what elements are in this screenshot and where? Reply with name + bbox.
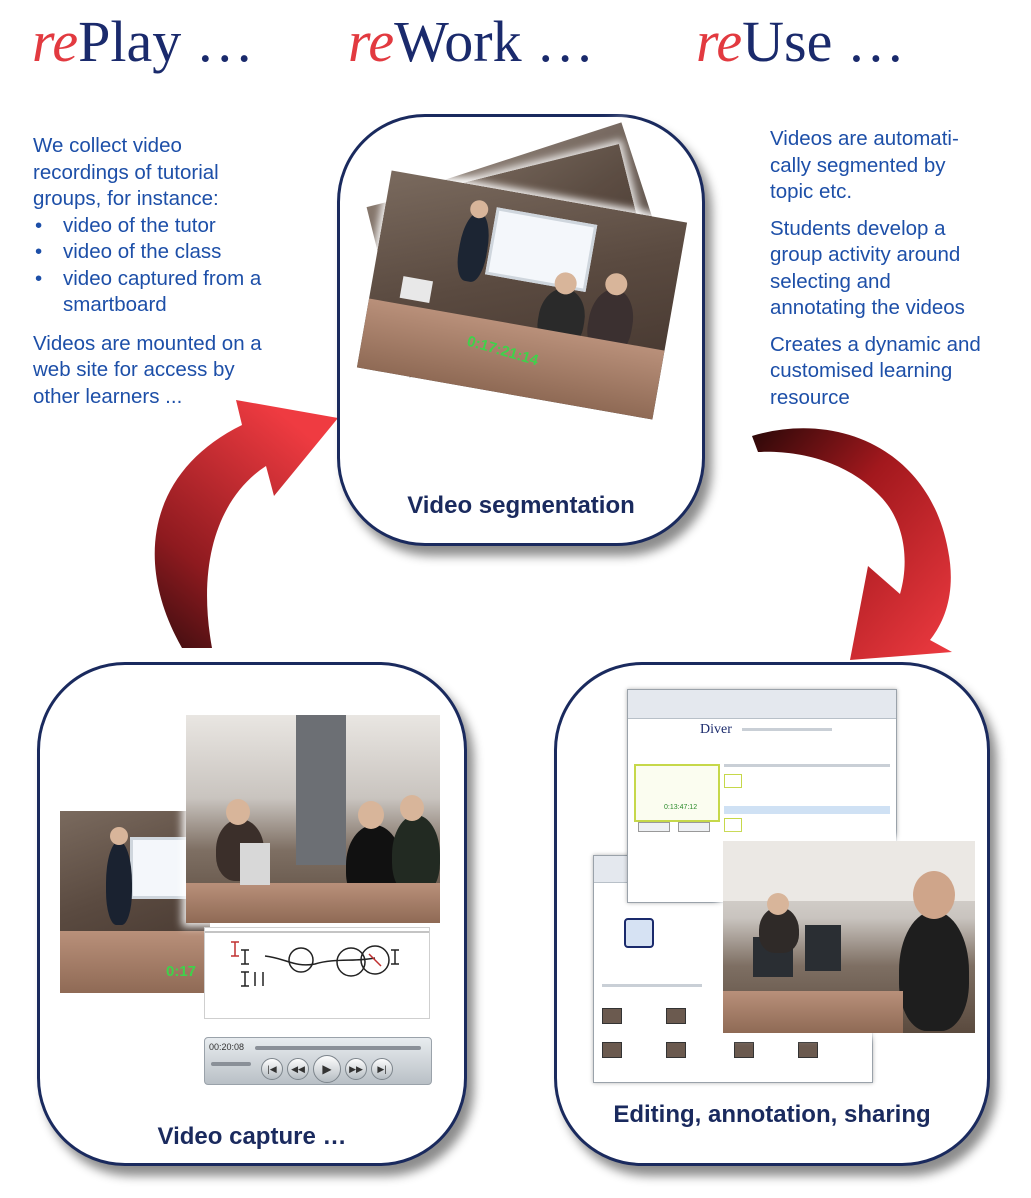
video-thumbnail[interactable]	[734, 1042, 754, 1058]
student-head	[767, 893, 789, 915]
table	[723, 991, 903, 1033]
heading-reuse: reUse …	[696, 8, 905, 76]
projector-screen	[485, 207, 598, 292]
capture-timecode: 0:17	[166, 963, 197, 980]
fast-forward-button[interactable]: ▶▶	[345, 1058, 367, 1080]
laptop	[240, 843, 270, 885]
heading-reuse-prefix: re	[696, 9, 743, 74]
diver-video-panel[interactable]: 0:13:47:12	[634, 764, 720, 822]
left-closing: Videos are mounted on a web site for acc…	[33, 331, 262, 408]
heading-rework: reWork …	[348, 8, 594, 76]
header-text-line	[742, 728, 832, 731]
wall-panel	[296, 715, 346, 865]
diver-logo: Diver	[700, 722, 732, 737]
segmentation-caption: Video segmentation	[407, 492, 635, 519]
smartboard-capture	[204, 927, 430, 1019]
volume-slider[interactable]	[211, 1062, 251, 1066]
right-p3: Creates a dynamic and customised learnin…	[770, 332, 981, 409]
rewind-button[interactable]: ◀◀	[287, 1058, 309, 1080]
bullet-item: video captured from a smartboard	[33, 266, 269, 319]
curved-arrow-right-icon	[752, 428, 952, 660]
skip-back-button[interactable]: |◀	[261, 1058, 283, 1080]
video-thumbnail[interactable]	[602, 1008, 622, 1024]
panel-video-capture: 0:17 00:20:08 |◀ ◀◀ ▶ ▶▶	[37, 662, 467, 1166]
tutor-figure	[106, 841, 132, 925]
right-p2: Students develop a group activity around…	[770, 216, 965, 320]
student-head	[913, 871, 955, 919]
annotation-thumbnail[interactable]	[724, 818, 742, 832]
annotation-line	[724, 764, 890, 767]
player-time: 00:20:08	[209, 1042, 245, 1052]
tutor-head	[110, 827, 128, 845]
left-bullet-list: video of the tutor video of the class vi…	[33, 213, 269, 319]
curved-arrow-left-icon	[154, 400, 338, 648]
diver-button[interactable]	[678, 822, 710, 832]
diver-d-icon	[624, 918, 654, 948]
diver-button[interactable]	[638, 822, 670, 832]
panel-video-segmentation: 0:17:21:14 Video segmentation	[337, 114, 705, 546]
video-thumbnail[interactable]	[666, 1042, 686, 1058]
computer-lab-photo	[723, 841, 975, 1033]
diver-browser-window: Diver 0:13:47:12	[627, 689, 897, 903]
player-scrub-bar[interactable]	[255, 1046, 421, 1050]
video-thumbnail[interactable]	[666, 1008, 686, 1024]
right-description: Videos are automati-cally segmented by t…	[770, 126, 990, 421]
table	[60, 931, 210, 993]
student-figure	[899, 911, 969, 1031]
heading-rework-prefix: re	[348, 9, 395, 74]
heading-reuse-rest: Use …	[742, 9, 905, 74]
heading-rework-rest: Work …	[394, 9, 595, 74]
monitor	[805, 925, 841, 971]
bullet-item: video of the class	[33, 239, 269, 266]
heading-replay-rest: Play …	[78, 9, 254, 74]
heading-replay-prefix: re	[32, 9, 79, 74]
capture-caption: Video capture …	[157, 1123, 347, 1150]
student-head	[358, 801, 384, 829]
left-description: We collect video recordings of tutorial …	[33, 133, 269, 420]
video-player-controls: 00:20:08 |◀ ◀◀ ▶ ▶▶ ▶|	[204, 1037, 432, 1085]
play-button[interactable]: ▶	[313, 1055, 341, 1083]
left-intro: We collect video recordings of tutorial …	[33, 134, 219, 210]
tutor-video-photo: 0:17	[60, 811, 210, 993]
panel-editing-sharing: Diver 0:13:47:12 Editing, annotation, sh…	[554, 662, 990, 1166]
bullet-item: video of the tutor	[33, 213, 269, 240]
class-video-photo	[186, 715, 440, 923]
heading-replay: rePlay …	[32, 8, 254, 76]
editing-caption: Editing, annotation, sharing	[613, 1101, 931, 1128]
student-head	[226, 799, 250, 825]
browser-toolbar	[628, 690, 896, 719]
laptop	[399, 276, 434, 304]
table	[186, 883, 440, 923]
video-thumbnail[interactable]	[602, 1042, 622, 1058]
video-thumbnail[interactable]	[798, 1042, 818, 1058]
student-head	[400, 795, 424, 821]
right-p1: Videos are automati-cally segmented by t…	[770, 127, 959, 203]
smartboard-drawing	[205, 931, 429, 987]
student-figure	[392, 815, 440, 895]
skip-forward-button[interactable]: ▶|	[371, 1058, 393, 1080]
annotation-thumbnail[interactable]	[724, 774, 742, 788]
diver-time: 0:13:47:12	[664, 804, 698, 811]
annotation-highlight	[724, 806, 890, 814]
timeline-line	[602, 984, 702, 987]
